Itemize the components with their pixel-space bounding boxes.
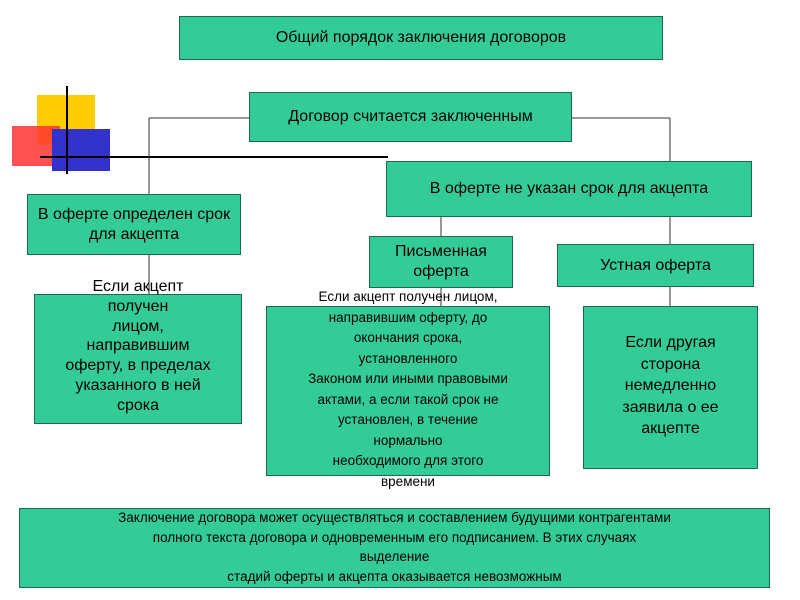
- blue-square-decoration: [52, 129, 110, 171]
- left-detail-text: Если акцепт получен лицом, направившим о…: [65, 278, 211, 414]
- title-text: Общий порядок заключения договоров: [275, 29, 567, 46]
- left-condition-text: В оферте определен срок для акцепта: [37, 205, 231, 243]
- vertical-bar-decoration: [66, 86, 68, 174]
- middle-detail-text: Если акцепт получен лицом, направившим о…: [308, 289, 508, 489]
- written-offer-text: Письменная оферта: [395, 243, 487, 280]
- left-condition-node: В оферте определен срок для акцепта: [27, 194, 241, 255]
- bottom-note-box: [19, 508, 770, 588]
- root-text: Договор считается заключенным: [288, 108, 533, 125]
- title-box: Общий порядок заключения договоров: [179, 16, 663, 60]
- right-condition-text: В оферте не указан срок для акцепта: [429, 180, 709, 197]
- right-detail-box: [583, 306, 758, 469]
- right-detail-text: Если другая сторона немедленно заявила о…: [622, 334, 719, 437]
- bottom-note-text: Заключение договора может осуществляться…: [118, 510, 671, 584]
- horizontal-bar-decoration: [40, 156, 388, 158]
- oral-offer-node: Устная оферта: [557, 244, 754, 287]
- written-offer-node: Письменная оферта: [369, 236, 513, 288]
- root-node: Договор считается заключенным: [249, 92, 572, 142]
- right-condition-node: В оферте не указан срок для акцепта: [386, 161, 752, 217]
- middle-detail-box: [266, 306, 550, 476]
- oral-offer-text: Устная оферта: [600, 256, 711, 274]
- left-detail-box: [34, 294, 242, 424]
